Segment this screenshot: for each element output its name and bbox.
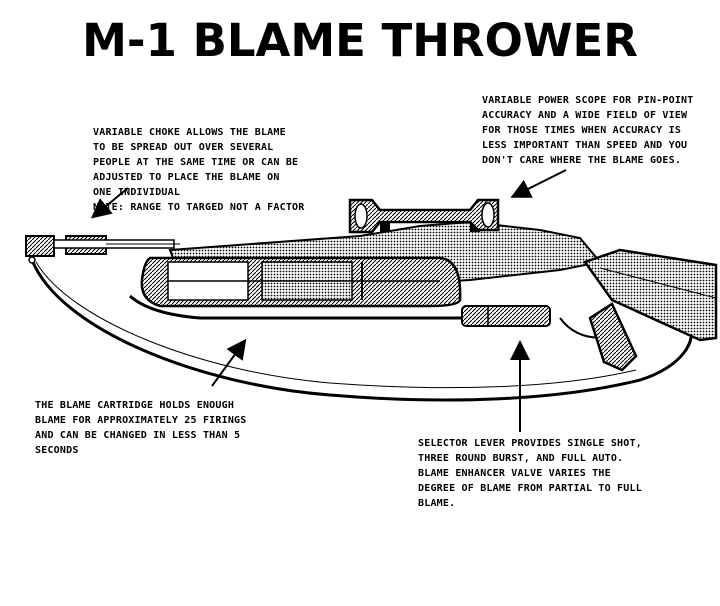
choke-arrow (90, 187, 129, 219)
scope-arrow (510, 169, 567, 198)
cartridge-arrow (211, 338, 247, 387)
sling-strap-inner (35, 261, 637, 389)
muzzle-choke (25, 235, 55, 257)
lower-handguard (128, 294, 521, 320)
sling-strap (30, 259, 693, 402)
scope-mount-front (380, 218, 390, 232)
choke-annotation-text: VARIABLE CHOKE ALLOWS THE BLAME TO BE SP… (93, 127, 299, 198)
selector-lever (461, 305, 551, 327)
cartridge-annotation: THE BLAME CARTRIDGE HOLDS ENOUGH BLAME F… (35, 400, 247, 456)
diagram-title: M-1 BLAME THROWER (82, 14, 638, 67)
scope-annotation: VARIABLE POWER SCOPE FOR PIN-POINT ACCUR… (482, 95, 694, 166)
scope (348, 198, 500, 234)
choke-annotation: VARIABLE CHOKE ALLOWS THE BLAME TO BE SP… (93, 110, 343, 230)
sling-swivel-front (28, 256, 36, 264)
pistol-grip (588, 302, 638, 372)
selector-annotation: SELECTOR LEVER PROVIDES SINGLE SHOT, THR… (418, 438, 642, 509)
